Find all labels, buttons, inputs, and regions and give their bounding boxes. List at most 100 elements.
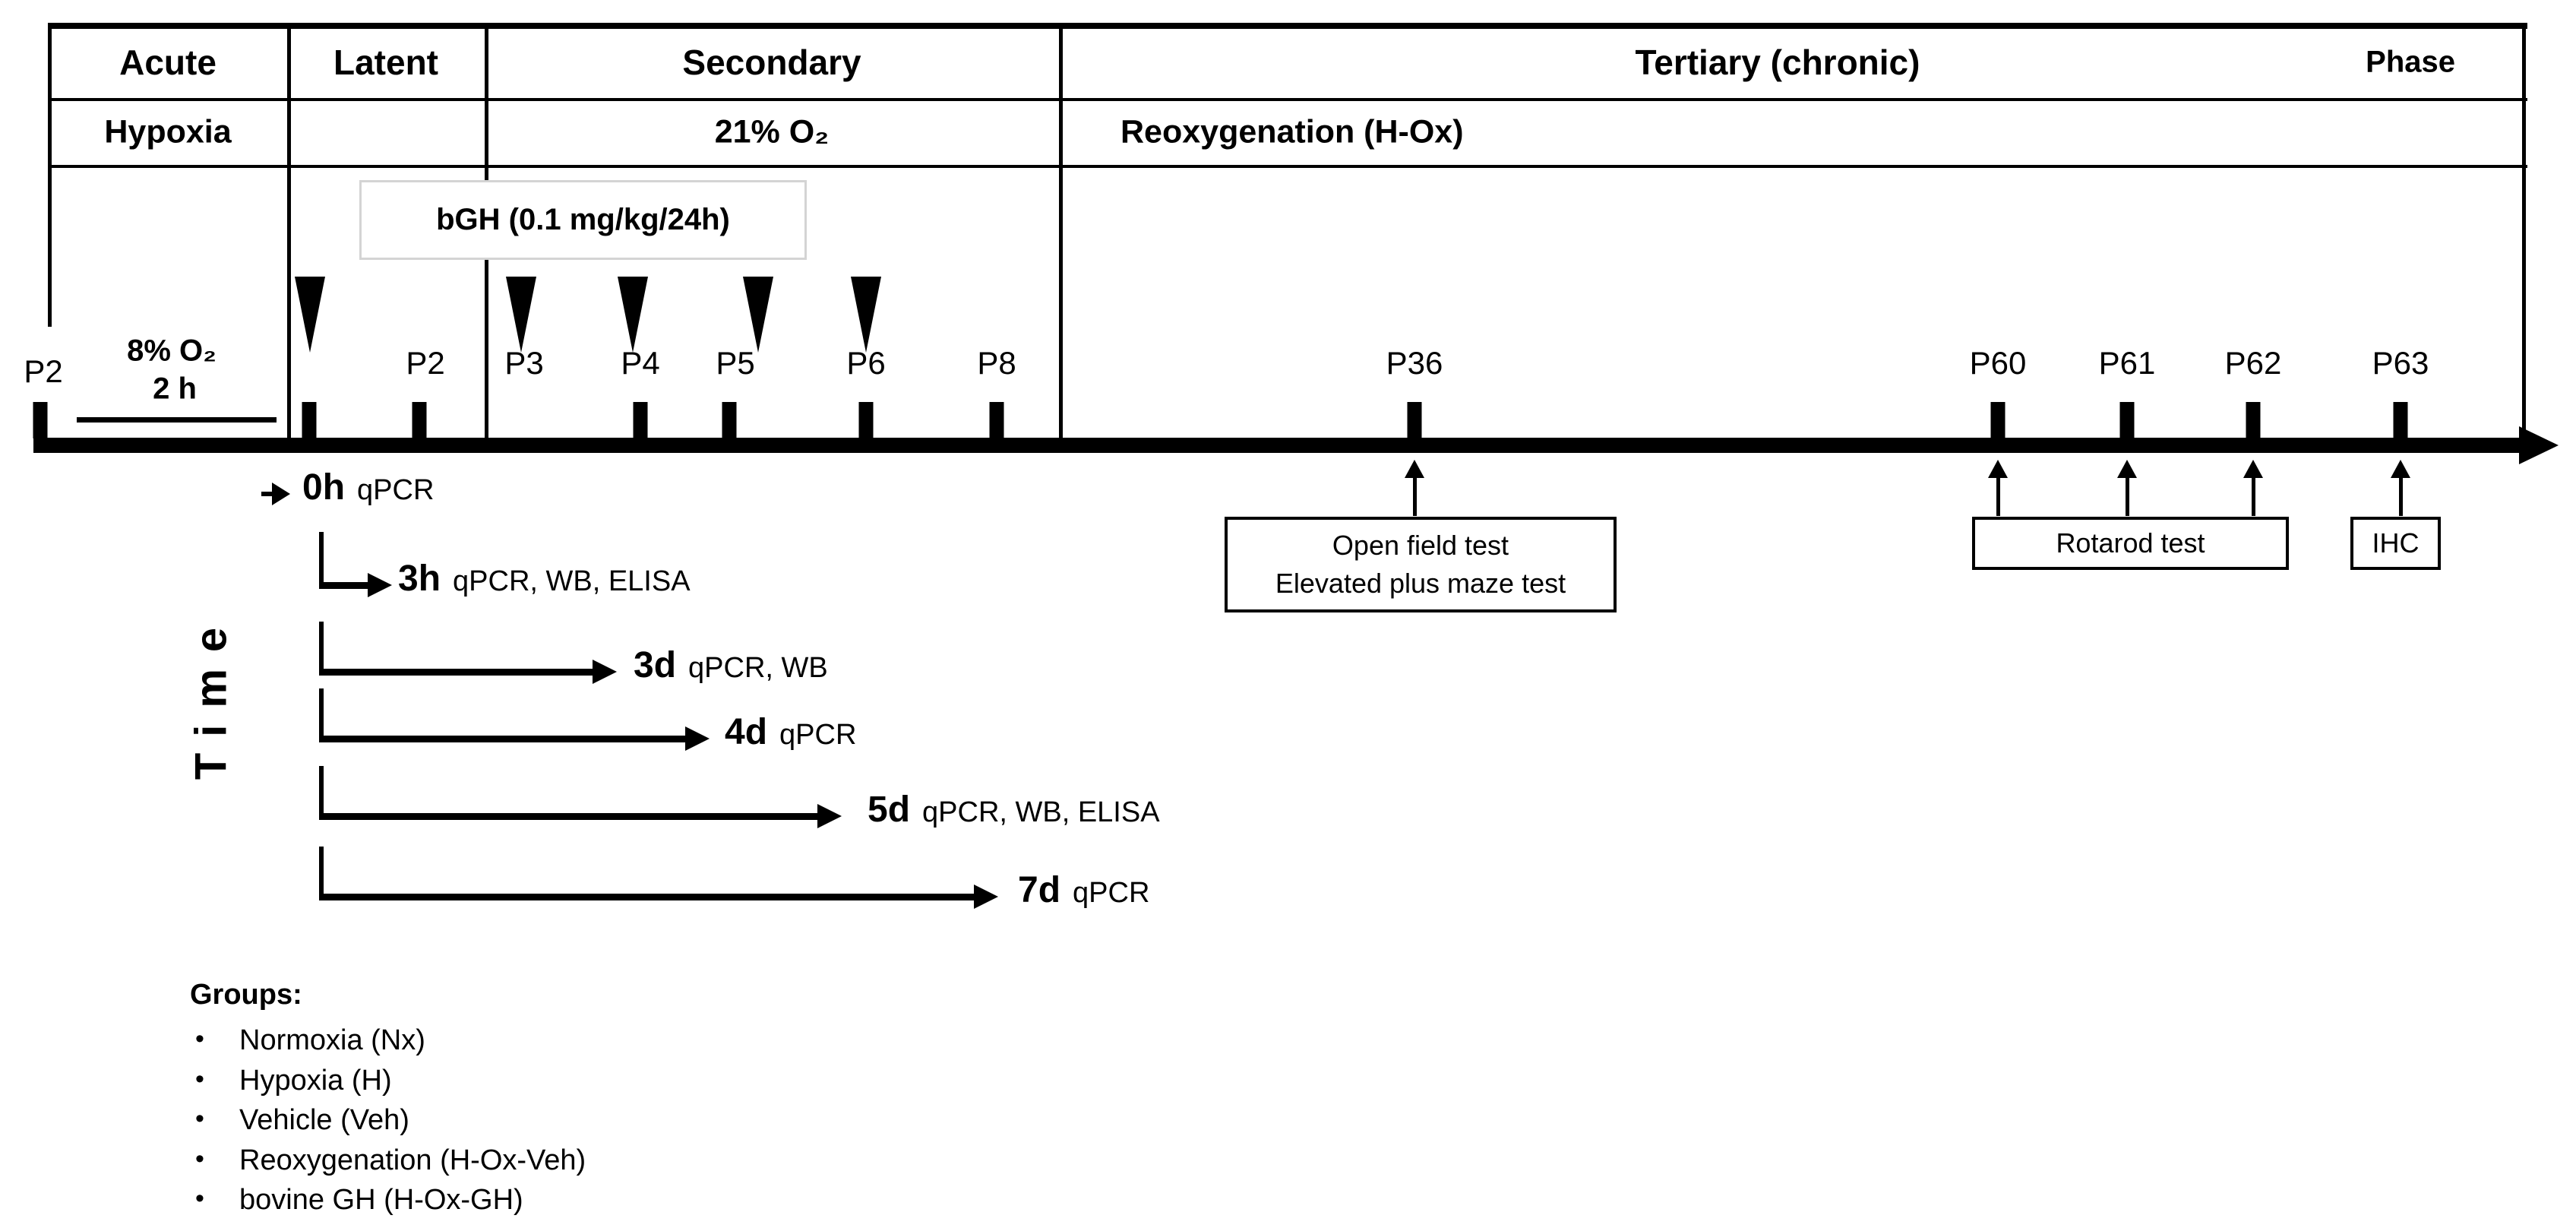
timeline-tick-p8: [989, 402, 1004, 438]
timepoint-row-0h: 0h qPCR: [302, 467, 434, 508]
timepoint-row-5d: 5d qPCR, WB, ELISA: [868, 789, 1160, 831]
table-right-border: [2522, 23, 2526, 439]
ihc-box: IHC: [2350, 517, 2441, 570]
group-item-label: Normoxia (Nx): [239, 1024, 425, 1056]
timepoint-label: 5d: [868, 790, 911, 830]
condition-normoxia-21: 21% O₂: [714, 113, 830, 150]
timepoint-row-3d: 3d qPCR, WB: [634, 644, 828, 686]
bgh-treatment-box: bGH (0.1 mg/kg/24h): [359, 180, 807, 260]
elevated-plus-maze-label: Elevated plus maze test: [1275, 568, 1566, 599]
group-item-vehicle: • Vehicle (Veh): [195, 1104, 409, 1137]
rotarod-test-box: Rotarod test: [1972, 517, 2289, 570]
bullet-icon: •: [195, 1024, 204, 1053]
table-divider-secondary-tertiary: [1059, 23, 1063, 439]
timeline-tick-p2-start: [33, 402, 48, 438]
test-timepoint-arrow-icon: [2243, 460, 2263, 516]
timeline-label-p2: P2: [406, 345, 445, 381]
timeline-label-p61: P61: [2098, 345, 2156, 381]
group-item-normoxia: • Normoxia (Nx): [195, 1024, 425, 1057]
timeline-tick-p61: [2119, 402, 2135, 438]
bgh-treatment-label: bGH (0.1 mg/kg/24h): [436, 203, 730, 236]
timepoint-label: 0h: [302, 467, 346, 508]
condition-reoxygenation: Reoxygenation (H-Ox): [1120, 113, 1464, 150]
groups-title: Groups:: [190, 979, 302, 1011]
timeline-label-p5: P5: [716, 345, 755, 381]
condition-hypoxia: Hypoxia: [104, 113, 232, 150]
ihc-label: IHC: [2372, 527, 2420, 559]
bullet-icon: •: [195, 1065, 204, 1093]
phase-header-acute: Acute: [119, 43, 217, 82]
timeline-axis: [33, 438, 2521, 453]
timepoint-assays: qPCR, WB, ELISA: [922, 796, 1160, 828]
phase-header-secondary: Secondary: [682, 43, 861, 82]
test-timepoint-arrow-icon: [2117, 460, 2137, 516]
table-divider-acute-latent: [287, 23, 291, 439]
timeline-label-p63: P63: [2372, 345, 2429, 381]
hypoxia-oxygen-label: 8% O₂: [127, 334, 217, 368]
hypoxia-duration-label: 2 h: [153, 372, 197, 406]
timepoint-row-7d: 7d qPCR: [1018, 869, 1149, 911]
elbow-arrow-icon: [319, 622, 617, 684]
phase-header-tertiary: Tertiary (chronic): [1635, 43, 1920, 82]
timepoint-label: 3d: [634, 645, 677, 685]
timepoint-label: 7d: [1018, 870, 1061, 910]
phase-column-title: Phase: [2366, 45, 2455, 79]
group-item-label: Hypoxia (H): [239, 1065, 392, 1097]
injection-arrowhead-icon: [295, 277, 325, 353]
open-field-test-label: Open field test: [1332, 530, 1509, 561]
injection-arrowhead-icon: [618, 277, 648, 353]
table-top-border: [48, 23, 2527, 29]
timepoint-label: 4d: [725, 712, 768, 752]
timepoint-assays: qPCR, WB: [688, 652, 828, 684]
timeline-tick-first-injection: [302, 402, 317, 438]
timepoint-label: 3h: [398, 559, 441, 599]
timeline-tick-p63: [2393, 402, 2408, 438]
test-timepoint-arrow-icon: [1405, 460, 1424, 516]
time-axis-label: Time: [186, 610, 236, 780]
injection-arrowhead-icon: [743, 277, 773, 353]
group-item-label: bovine GH (H-Ox-GH): [239, 1184, 523, 1216]
elbow-arrow-icon: [319, 766, 842, 828]
timeline-label-p8: P8: [977, 345, 1016, 381]
injection-arrowhead-icon: [506, 277, 536, 353]
elbow-arrow-icon: [319, 532, 392, 597]
timeline-tick-p60: [1990, 402, 2005, 438]
timeline-tick-p5: [722, 402, 737, 438]
open-field-test-box: Open field test Elevated plus maze test: [1225, 517, 1617, 612]
timepoint-assays: qPCR: [779, 719, 857, 751]
group-item-hypoxia: • Hypoxia (H): [195, 1065, 392, 1097]
timeline-label-p3: P3: [504, 345, 544, 381]
timeline-label-p2-start: P2: [24, 353, 63, 389]
timeline-arrowhead-icon: [2519, 426, 2559, 464]
timepoint-row-3h: 3h qPCR, WB, ELISA: [398, 558, 691, 600]
timepoint-assays: qPCR: [357, 474, 435, 506]
bullet-icon: •: [195, 1144, 204, 1173]
timeline-tick-p4: [633, 402, 648, 438]
test-timepoint-arrow-icon: [1988, 460, 2008, 516]
group-item-label: Reoxygenation (H-Ox-Veh): [239, 1144, 586, 1176]
timepoint-assays: qPCR, WB, ELISA: [453, 565, 691, 597]
rotarod-test-label: Rotarod test: [2056, 527, 2205, 559]
elbow-arrow-icon: [319, 847, 998, 909]
group-item-reoxygenation: • Reoxygenation (H-Ox-Veh): [195, 1144, 586, 1177]
phase-header-latent: Latent: [333, 43, 438, 82]
group-item-label: Vehicle (Veh): [239, 1104, 409, 1136]
timeline-tick-p36: [1407, 402, 1422, 438]
arrow-right-icon: [261, 483, 290, 505]
timeline-tick-p6: [858, 402, 874, 438]
timeline-tick-p62: [2246, 402, 2261, 438]
timeline-label-p6: P6: [846, 345, 886, 381]
elbow-arrow-icon: [319, 688, 710, 751]
table-row2-divider: [48, 165, 2527, 168]
bullet-icon: •: [195, 1104, 204, 1133]
test-timepoint-arrow-icon: [2391, 460, 2410, 516]
hypoxia-duration-underline: [77, 417, 277, 423]
timepoint-assays: qPCR: [1073, 877, 1150, 909]
timeline-label-p36: P36: [1386, 345, 1443, 381]
timeline-label-p60: P60: [1969, 345, 2027, 381]
timeline-tick-p2: [412, 402, 427, 438]
injection-arrowhead-icon: [851, 277, 881, 353]
timeline-label-p4: P4: [621, 345, 660, 381]
timepoint-row-4d: 4d qPCR: [725, 711, 856, 753]
